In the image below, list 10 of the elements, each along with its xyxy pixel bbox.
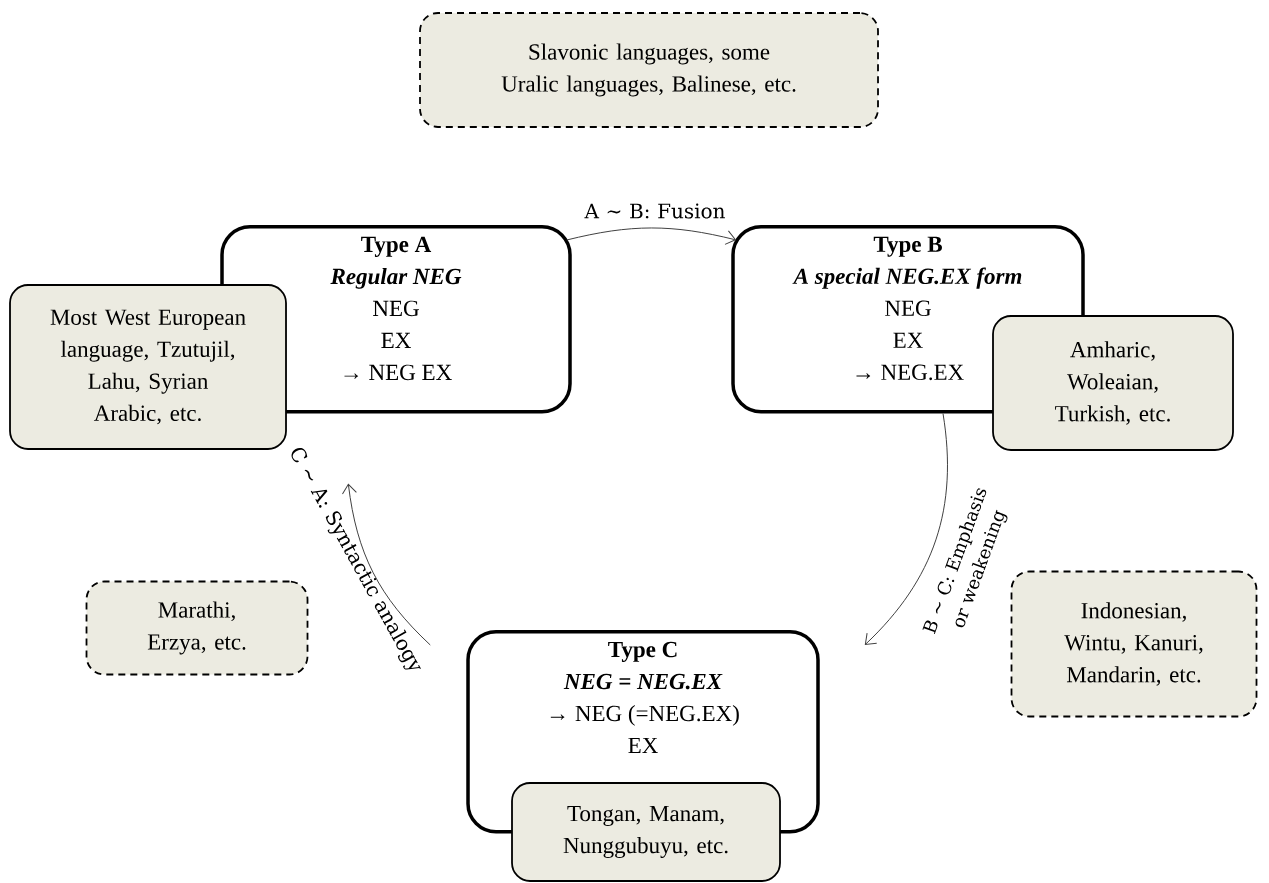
language-box: Most West European language, Tzutujil, Lahu, Syrian Arabic, etc. (9, 284, 287, 450)
language-box: Marathi, Erzya, etc. (85, 580, 309, 676)
arrow (864, 413, 948, 645)
arrow (566, 227, 736, 245)
language-box: Amharic, Woleaian, Turkish, etc. (992, 315, 1234, 451)
edge-label: A ∼ B: Fusion (584, 203, 725, 219)
language-box: Tongan, Manam, Nunggubuyu, etc. (511, 782, 781, 882)
arrow (342, 483, 431, 646)
language-box: Slavonic languages, some Uralic languages, Balinese, etc. (419, 12, 879, 128)
language-box: Indonesian, Wintu, Kanuri, Mandarin, etc. (1010, 570, 1258, 718)
